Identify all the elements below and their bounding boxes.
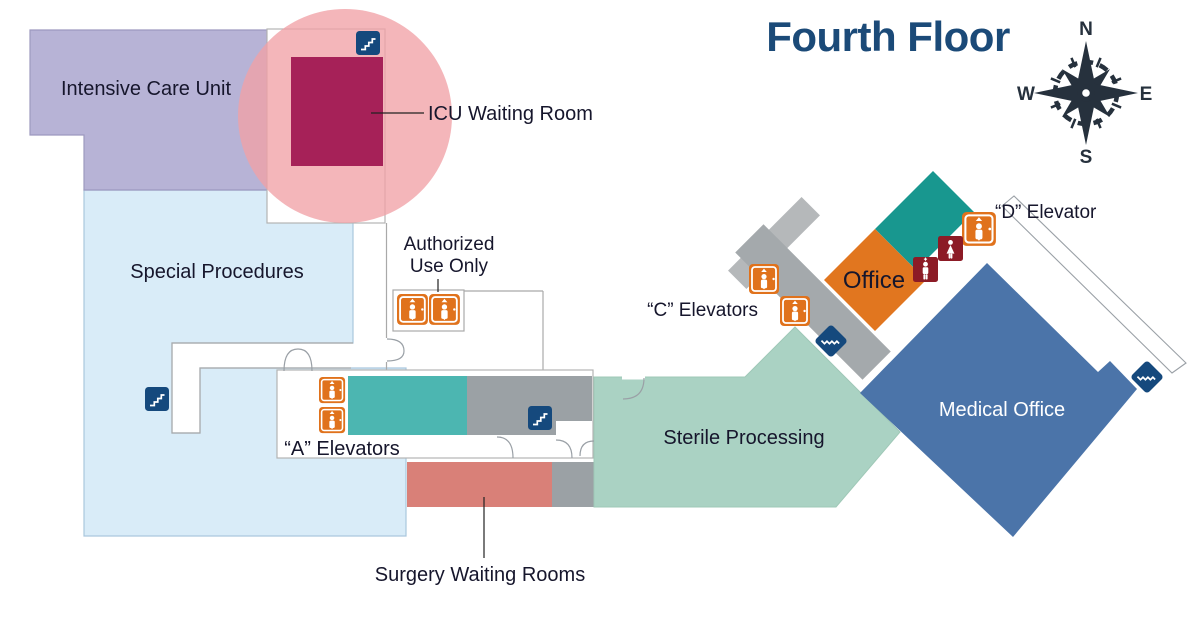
stairs-icon — [527, 405, 553, 431]
door-arc — [579, 440, 595, 457]
corridor-wall-lines — [171, 342, 353, 434]
corridor-gray-diagonal — [735, 224, 891, 380]
compass-north-label: N — [1079, 19, 1093, 40]
corridor-door-notch — [556, 421, 592, 435]
region-special-procedures — [83, 189, 407, 537]
corridor-teal — [348, 376, 467, 435]
label-authorized-line1: Authorized — [404, 234, 495, 255]
door-arc — [386, 338, 405, 352]
compass-rose-icon: N E S W — [1017, 19, 1152, 168]
elevator-icon — [779, 295, 811, 327]
stair-corridor-outline — [1001, 195, 1187, 374]
region-icu-waiting-room — [291, 57, 383, 166]
door-arc — [555, 439, 573, 459]
elevator-icon — [960, 210, 997, 247]
stairs-icon — [144, 386, 170, 412]
womens-restroom-icon — [938, 236, 963, 261]
compass-east-label: E — [1140, 84, 1153, 105]
elevator-icon — [318, 376, 346, 404]
compass-west-label: W — [1017, 84, 1035, 105]
label-surgery-waiting-rooms: Surgery Waiting Rooms — [375, 564, 585, 586]
region-office — [824, 229, 926, 331]
door-gap — [622, 374, 645, 380]
region-medical-office — [860, 263, 1137, 537]
mens-restroom-icon — [913, 257, 938, 282]
elevator-icon — [748, 263, 780, 295]
region-sterile-processing — [593, 326, 901, 508]
label-medical-office: Medical Office — [939, 399, 1065, 421]
corridor-gray-south — [552, 462, 597, 507]
door-arc — [622, 377, 645, 400]
label-sterile-processing: Sterile Processing — [663, 427, 824, 449]
label-intensive-care-unit: Intensive Care Unit — [61, 78, 232, 100]
door-arc — [496, 436, 514, 459]
elevator-icon — [318, 406, 346, 434]
label-authorized-line2: Use Only — [410, 256, 489, 277]
label-c-elevators: “C” Elevators — [647, 300, 758, 321]
elevator-icon — [396, 293, 429, 326]
label-a-elevators: “A” Elevators — [284, 438, 400, 460]
stairs-icon — [355, 30, 381, 56]
label-special-procedures: Special Procedures — [130, 261, 303, 283]
compass-south-label: S — [1080, 147, 1093, 168]
label-d-elevator: “D” Elevator — [995, 202, 1097, 223]
door-arc — [297, 348, 313, 372]
region-intensive-care-unit — [29, 29, 268, 191]
page-title: Fourth Floor — [766, 13, 1010, 60]
region-surgery-waiting-rooms — [407, 462, 552, 507]
door-arc — [386, 350, 405, 362]
elevator-icon — [428, 293, 461, 326]
label-icu-waiting-room: ICU Waiting Room — [428, 103, 593, 125]
door-arc — [283, 348, 299, 372]
label-office: Office — [843, 267, 905, 294]
